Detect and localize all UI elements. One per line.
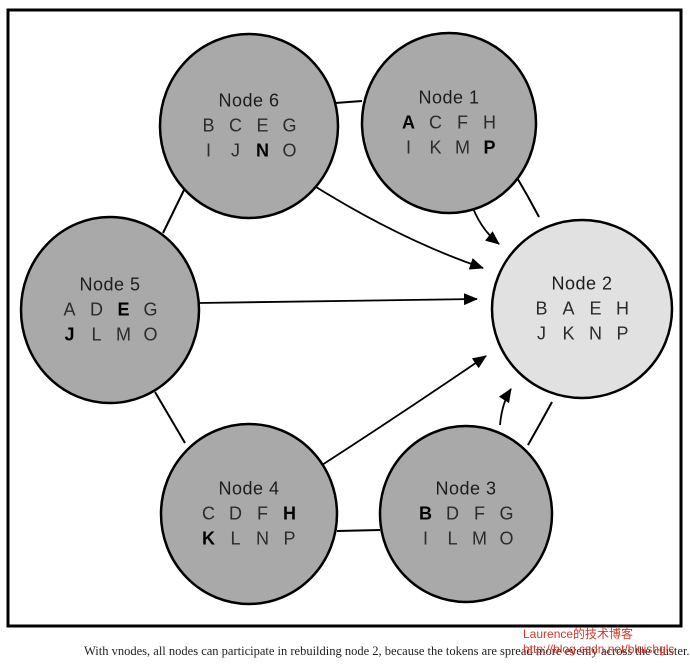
figure-caption: With vnodes, all nodes can participate i…	[84, 644, 690, 658]
watermark: Laurence的技术博客 http://blog.csdn.net/bluis…	[523, 627, 674, 656]
node-6-circle	[158, 32, 340, 220]
rebuild-arrow-node6-to-node2	[307, 181, 484, 270]
rebuild-arrow-node5-to-node2	[198, 293, 478, 306]
ring-edge-node3-node4	[336, 529, 381, 532]
node-2-circle	[490, 218, 674, 400]
ring-edge-node5-node6	[162, 189, 185, 234]
watermark-blog-url: http://blog.csdn.net/bluishglc	[523, 641, 675, 656]
rebuild-arrow-node4-to-node2	[321, 355, 487, 466]
figure-border	[6, 8, 683, 628]
node-1-circle	[360, 31, 538, 215]
watermark-blog-name: Laurence的技术博客	[523, 627, 634, 641]
node-3-circle	[378, 424, 554, 604]
ring-edge-node2-node3	[527, 401, 553, 446]
ring-edge-node1-node2	[515, 175, 540, 218]
node-4-circle	[159, 422, 339, 606]
rebuild-arrow-node3-to-node2	[498, 388, 512, 426]
node-5-circle	[19, 215, 201, 405]
ring-edge-node4-node5	[154, 391, 186, 444]
